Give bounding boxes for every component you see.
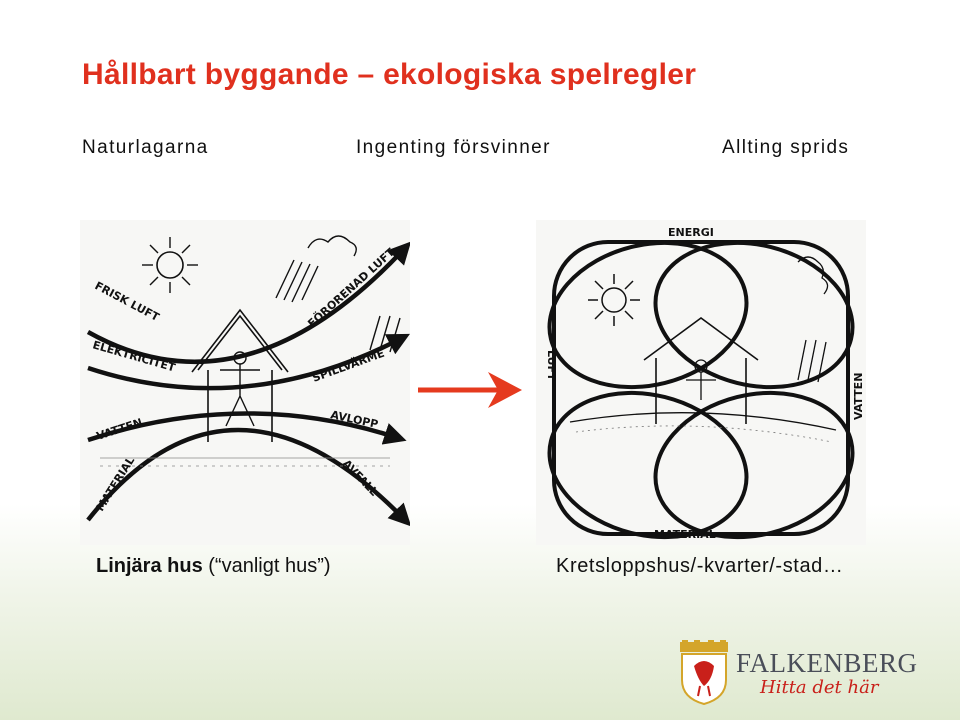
label-energi: ENERGI — [668, 226, 714, 239]
label-fororenad-luft: FÖRORENAD LUFT — [305, 245, 398, 331]
house-icon — [643, 317, 759, 424]
label-vatten: VATTEN — [95, 416, 144, 443]
caption-linear-house: Linjära hus (“vanligt hus”) — [96, 555, 331, 578]
sun-icon — [142, 237, 198, 293]
person-icon — [686, 359, 716, 400]
logo-name: FALKENBERG — [736, 648, 918, 678]
logo-tagline: Hitta det här — [760, 677, 879, 698]
caption-linear-house-rest: (“vanligt hus”) — [202, 555, 331, 577]
label-elektricitet: ELEKTRICITET — [91, 338, 177, 374]
air-flow-arrow — [86, 241, 410, 364]
slide-title: Hållbart byggande – ekologiska spelregle… — [82, 58, 697, 91]
subtitle-allting-sprids: Allting sprids — [722, 137, 850, 158]
electricity-flow-arrow — [87, 333, 410, 391]
label-material: MATERIAL — [654, 528, 716, 541]
caption-cycle-house: Kretsloppshus/-kvarter/-stad… — [556, 555, 844, 577]
cycle-house-diagram: ENERGI LUFT VATTEN MATERIAL — [536, 220, 866, 545]
subtitle-ingenting-forsvinner: Ingenting försvinner — [356, 137, 551, 158]
label-vatten: VATTEN — [852, 373, 865, 420]
sun-icon — [588, 274, 640, 326]
label-spillvarme: SPILLVÄRME — [310, 346, 386, 385]
subtitle-naturlagarna: Naturlagarna — [82, 137, 209, 158]
water-flow-arrow — [87, 411, 407, 445]
label-frisk-luft: FRISK LUFT — [93, 279, 162, 324]
cycle-frame — [552, 240, 850, 536]
material-flow-arrow — [86, 427, 410, 527]
label-material: MATERIAL — [94, 454, 138, 513]
label-luft: LUFT — [545, 350, 558, 381]
label-avfall: AVFALL — [340, 457, 381, 498]
right-arrow-icon — [418, 372, 522, 408]
house-icon — [191, 308, 289, 442]
coat-of-arms-icon — [680, 640, 728, 706]
caption-linear-house-bold: Linjära hus — [96, 555, 203, 577]
linear-house-diagram: FRISK LUFT FÖRORENAD LUFT ELEKTRICITET S… — [80, 220, 410, 545]
cloud-rain-icon — [275, 235, 401, 353]
cloud-rain-icon — [797, 256, 829, 383]
